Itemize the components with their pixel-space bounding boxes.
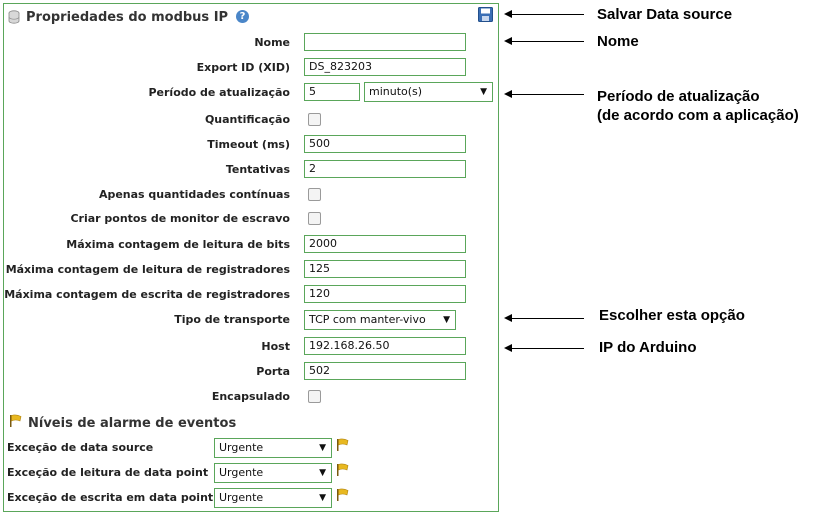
dropdown-arrow-icon: ▼	[443, 315, 450, 325]
max-bits-input[interactable]: 2000	[304, 235, 466, 253]
max-leitura-reg-input[interactable]: 125	[304, 260, 466, 278]
dropdown-arrow-icon: ▼	[319, 468, 326, 478]
nome-input[interactable]	[304, 33, 466, 51]
flag-icon[interactable]	[336, 463, 350, 477]
quantificacao-checkbox[interactable]	[308, 113, 321, 126]
periodo-unit-select[interactable]: minuto(s) ▼	[364, 82, 493, 102]
dropdown-arrow-icon: ▼	[480, 87, 487, 97]
periodo-unit-value: minuto(s)	[369, 85, 423, 98]
annotation-arrow-line	[510, 14, 584, 15]
alarm-section-title: Níveis de alarme de eventos	[28, 416, 237, 431]
max-leitura-reg-label: Máxima contagem de leitura de registrado…	[5, 263, 290, 276]
max-escrita-reg-input[interactable]: 120	[304, 285, 466, 303]
alarm-select-write[interactable]: Urgente ▼	[214, 488, 332, 508]
panel-title: Propriedades do modbus IP	[26, 10, 229, 25]
arrow-left-icon	[504, 90, 512, 98]
export-id-input[interactable]: DS_823203	[304, 58, 466, 76]
apenas-checkbox[interactable]	[308, 188, 321, 201]
arrow-left-icon	[504, 10, 512, 18]
modbus-properties-panel	[3, 3, 499, 512]
criar-checkbox[interactable]	[308, 212, 321, 225]
nome-label: Nome	[254, 36, 290, 49]
annotation-arrow-line	[510, 318, 584, 319]
dropdown-arrow-icon: ▼	[319, 493, 326, 503]
annotation-nome: Nome	[597, 33, 639, 50]
alarm-select-read[interactable]: Urgente ▼	[214, 463, 332, 483]
annotation-host: IP do Arduino	[599, 339, 697, 356]
alarm-label-read: Exceção de leitura de data point	[7, 466, 209, 479]
alarm-label-write: Exceção de escrita em data point	[7, 491, 214, 504]
apenas-label: Apenas quantidades contínuas	[98, 188, 290, 201]
annotation-arrow-line	[510, 94, 584, 95]
arrow-left-icon	[504, 314, 512, 322]
transporte-value: TCP com manter-vivo	[309, 313, 426, 326]
periodo-label: Período de atualização	[148, 86, 290, 99]
annotation-arrow-line	[510, 41, 584, 42]
periodo-input[interactable]: 5	[304, 83, 360, 101]
save-icon[interactable]	[478, 7, 493, 22]
transporte-label: Tipo de transporte	[174, 313, 290, 326]
export-id-label: Export ID (XID)	[196, 61, 290, 74]
quantificacao-label: Quantificação	[204, 113, 290, 126]
encapsulado-checkbox[interactable]	[308, 390, 321, 403]
annotation-periodo-2: (de acordo com a aplicação)	[597, 107, 799, 124]
tentativas-label: Tentativas	[225, 163, 290, 176]
timeout-label: Timeout (ms)	[207, 138, 290, 151]
alarm-label-ds: Exceção de data source	[7, 441, 154, 454]
flag-icon[interactable]	[336, 488, 350, 502]
help-icon[interactable]: ?	[236, 10, 249, 23]
dropdown-arrow-icon: ▼	[319, 443, 326, 453]
porta-input[interactable]: 502	[304, 362, 466, 380]
porta-label: Porta	[256, 365, 290, 378]
host-label: Host	[261, 340, 290, 353]
annotation-periodo-1: Período de atualização	[597, 88, 760, 105]
alarm-value-read: Urgente	[219, 466, 264, 479]
max-bits-label: Máxima contagem de leitura de bits	[66, 238, 290, 251]
host-input[interactable]: 192.168.26.50	[304, 337, 466, 355]
annotation-arrow-line	[510, 348, 584, 349]
alarm-value-write: Urgente	[219, 491, 264, 504]
flag-icon	[10, 414, 22, 427]
criar-label: Criar pontos de monitor de escravo	[70, 212, 290, 225]
timeout-input[interactable]: 500	[304, 135, 466, 153]
annotation-transporte: Escolher esta opção	[599, 307, 745, 324]
flag-icon[interactable]	[336, 438, 350, 452]
arrow-left-icon	[504, 344, 512, 352]
encapsulado-label: Encapsulado	[211, 390, 290, 403]
transporte-select[interactable]: TCP com manter-vivo ▼	[304, 310, 456, 330]
alarm-value-ds: Urgente	[219, 441, 264, 454]
arrow-left-icon	[504, 37, 512, 45]
max-escrita-reg-label: Máxima contagem de escrita de registrado…	[4, 288, 290, 301]
annotation-save: Salvar Data source	[597, 6, 733, 23]
alarm-select-ds[interactable]: Urgente ▼	[214, 438, 332, 458]
database-icon	[8, 10, 20, 24]
tentativas-input[interactable]: 2	[304, 160, 466, 178]
